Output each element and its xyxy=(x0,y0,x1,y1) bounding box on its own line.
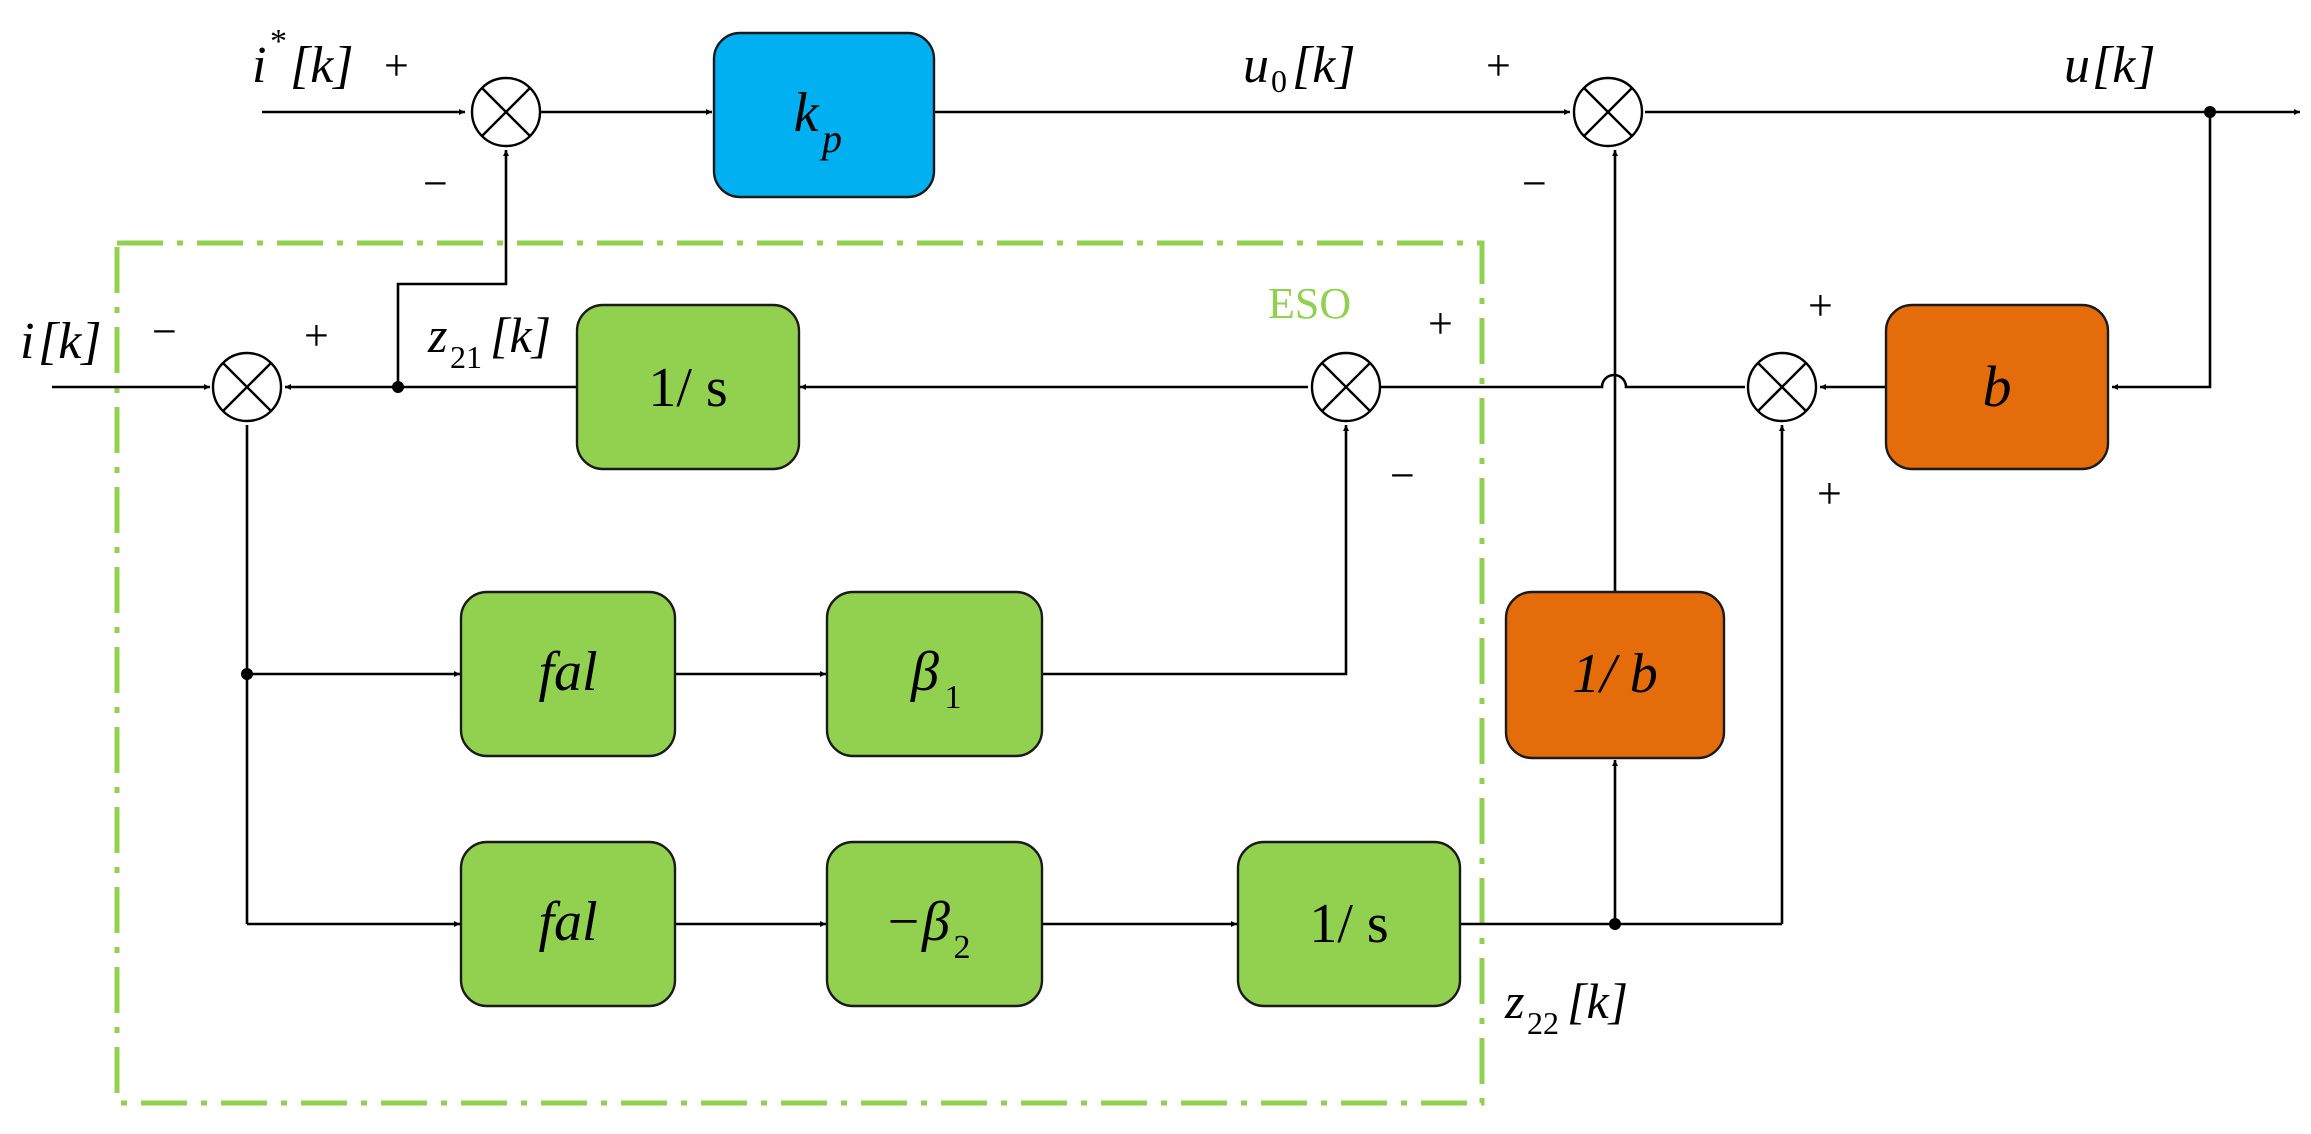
sign-sum1-bottom: − xyxy=(423,159,448,208)
int1-label: 1/ s xyxy=(648,357,727,419)
invb-label: 1/ b xyxy=(1572,643,1658,705)
sign-sum5-top: + xyxy=(1808,281,1833,330)
fal2-label: fal xyxy=(538,891,597,953)
block-beta-1: β 1 xyxy=(825,590,1044,758)
block-fal-1: fal xyxy=(459,590,677,758)
u0-base: u xyxy=(1243,37,1269,94)
z22-idx: [k] xyxy=(1567,973,1628,1029)
signal-wires xyxy=(52,108,2300,928)
signal-label-u: u [k] xyxy=(2064,37,2156,94)
sign-sum2-bottom: − xyxy=(1522,159,1547,208)
fal1-label: fal xyxy=(538,641,597,703)
block-fal-2: fal xyxy=(459,840,677,1008)
eso-region-border xyxy=(114,240,1485,1106)
beta1-base: β xyxy=(910,641,939,703)
i-base: i xyxy=(20,313,34,370)
signal-label-z21: z 21 [k] xyxy=(427,307,551,375)
u-base: u xyxy=(2064,37,2090,94)
sign-sum5-bottom: + xyxy=(1817,469,1842,518)
int2-label: 1/ s xyxy=(1309,893,1388,955)
kp-sub: p xyxy=(819,116,842,161)
sign-sum3-left: − xyxy=(152,307,177,356)
signal-label-u0: u 0 [k] xyxy=(1243,37,1356,99)
sign-sum4-top: + xyxy=(1428,299,1453,348)
i-ref-sup: * xyxy=(270,23,287,60)
block-kp: k p xyxy=(712,31,936,199)
signal-label-i: i [k] xyxy=(20,313,102,370)
signal-label-i-ref: i * [k] xyxy=(252,23,354,94)
wire-beta1-to-sum4 xyxy=(1042,425,1350,676)
beta2-base: −β xyxy=(884,891,950,953)
u-idx: [k] xyxy=(2092,37,2156,94)
beta2-sub: 2 xyxy=(954,929,971,966)
block-integrator-2: 1/ s xyxy=(1236,840,1462,1008)
beta1-sub: 1 xyxy=(945,679,962,716)
summing-junction-2 xyxy=(1572,76,1644,148)
sign-sum3-right: + xyxy=(304,311,329,360)
i-ref-idx: [k] xyxy=(290,37,354,94)
summing-junction-4 xyxy=(1310,351,1382,423)
i-ref-base: i xyxy=(252,37,266,94)
signal-label-z22: z 22 [k] xyxy=(1504,973,1628,1041)
junction-error xyxy=(241,668,253,680)
junction-z22 xyxy=(1609,918,1621,930)
summing-junction-1 xyxy=(470,76,542,148)
block-beta-2: −β 2 xyxy=(825,840,1044,1008)
junction-output xyxy=(2204,106,2216,118)
sign-sum4-bottom: − xyxy=(1390,451,1415,500)
block-inverse-b: 1/ b xyxy=(1504,590,1726,760)
summing-junction-5 xyxy=(1746,351,1818,423)
z22-base: z xyxy=(1504,973,1524,1029)
wire-branch-to-b xyxy=(2112,112,2212,391)
block-b: b xyxy=(1884,303,2110,471)
wire-sum5-to-sum4 xyxy=(1352,373,1745,391)
z21-idx: [k] xyxy=(490,307,551,363)
z22-sub: 22 xyxy=(1527,1005,1559,1041)
block-integrator-1: 1/ s xyxy=(575,303,801,471)
i-idx: [k] xyxy=(38,313,102,370)
z21-sub: 21 xyxy=(450,339,482,375)
junction-z21 xyxy=(392,381,404,393)
z21-base: z xyxy=(427,307,447,363)
b-label: b xyxy=(1983,354,2012,419)
sign-sum2-top: + xyxy=(1486,41,1511,90)
eso-label: ESO xyxy=(1268,279,1351,328)
kp-base: k xyxy=(794,82,820,144)
wire-z21-to-sum1 xyxy=(396,150,510,387)
u0-sub: 0 xyxy=(1271,63,1287,99)
sign-sum1-top: + xyxy=(384,41,409,90)
summing-junction-3 xyxy=(211,351,283,423)
u0-idx: [k] xyxy=(1292,37,1356,94)
